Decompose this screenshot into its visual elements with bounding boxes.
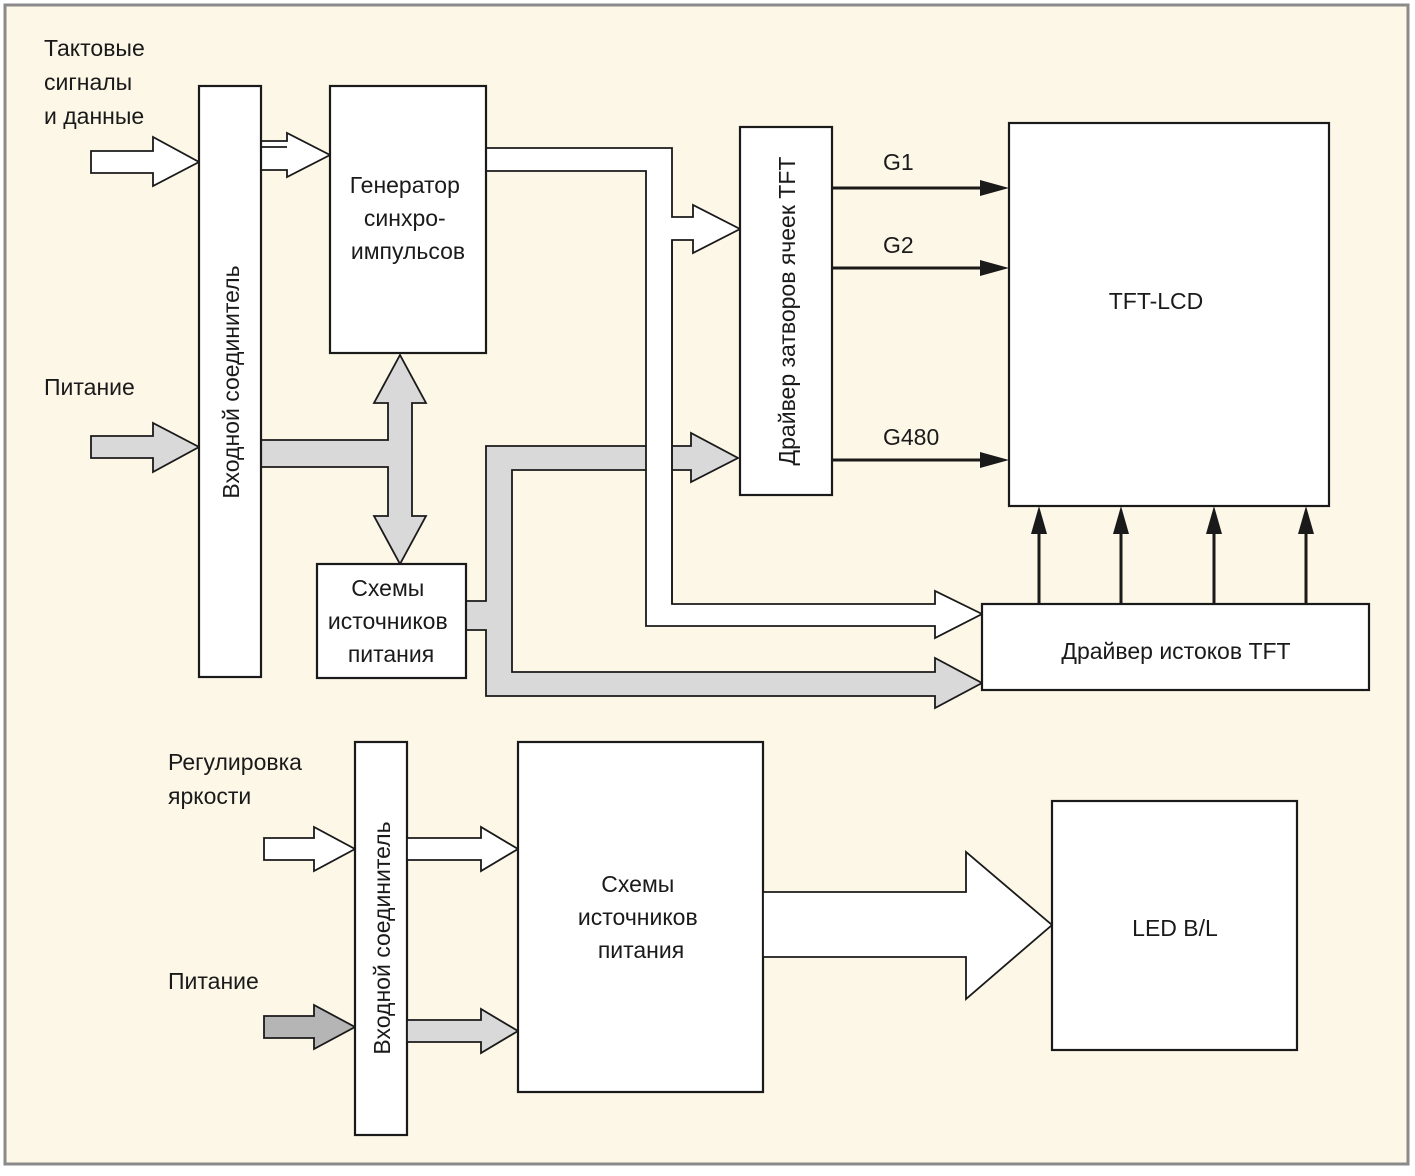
- power-circuits-bottom-block: [516, 740, 765, 1094]
- gate-line-g1-head: [980, 180, 1009, 196]
- tft-lcd-label: TFT-LCD: [1109, 288, 1204, 314]
- gate-line-g2-head: [980, 260, 1009, 276]
- gate-line-g480-head: [980, 452, 1009, 468]
- source-line-2-head: [1113, 506, 1129, 534]
- led-backlight-label: LED B/L: [1132, 915, 1218, 941]
- source-line-1-head: [1031, 506, 1047, 534]
- source-line-3-head: [1206, 506, 1222, 534]
- label-brightness: Регулировка яркости: [168, 749, 308, 809]
- power-bus-top: [260, 353, 428, 566]
- arrow-brightness-in: [263, 825, 357, 873]
- label-clock-data: Тактовые сигналы и данные: [44, 35, 151, 129]
- power-bus-to-drivers: [465, 431, 984, 710]
- arrow-power-in-top: [90, 421, 201, 474]
- gate-line-g2-label: G2: [883, 232, 914, 258]
- input-connector-top: [197, 84, 263, 679]
- gate-driver-block: [738, 125, 834, 497]
- gate-line-g480-label: G480: [883, 424, 939, 450]
- input-connector-bottom: [353, 740, 409, 1137]
- arrow-power-in-bottom: [263, 1003, 357, 1051]
- source-driver-label: Драйвер истоков TFT: [1061, 638, 1290, 664]
- sync-generator-label: Генератор синхро- импульсов: [350, 172, 467, 264]
- power-circuits-top-block: [315, 562, 468, 680]
- source-line-4-head: [1298, 506, 1314, 534]
- label-power-top: Питание: [44, 374, 135, 400]
- input-connector-top-label: Входной соединитель: [218, 265, 244, 498]
- arrow-connector-to-psu-control: [406, 825, 520, 873]
- arrow-psu-to-led: [762, 850, 1054, 1001]
- power-circuits-top-label: Схемы источников питания: [328, 575, 454, 667]
- gate-driver-label: Драйвер затворов ячеек TFT: [774, 157, 800, 466]
- arrow-clock-data-in: [90, 135, 201, 188]
- source-driver-block: [980, 602, 1371, 692]
- tft-lcd-block: [1007, 121, 1331, 508]
- power-circuits-bottom-label: Схемы источников питания: [578, 871, 704, 963]
- arrow-connector-to-psu-power: [406, 1007, 520, 1055]
- sync-generator-block: [328, 84, 488, 355]
- gate-line-g1-label: G1: [883, 149, 914, 175]
- led-backlight-block: [1050, 799, 1299, 1052]
- label-power-bottom: Питание: [168, 968, 259, 994]
- input-connector-bottom-label: Входной соединитель: [369, 821, 395, 1054]
